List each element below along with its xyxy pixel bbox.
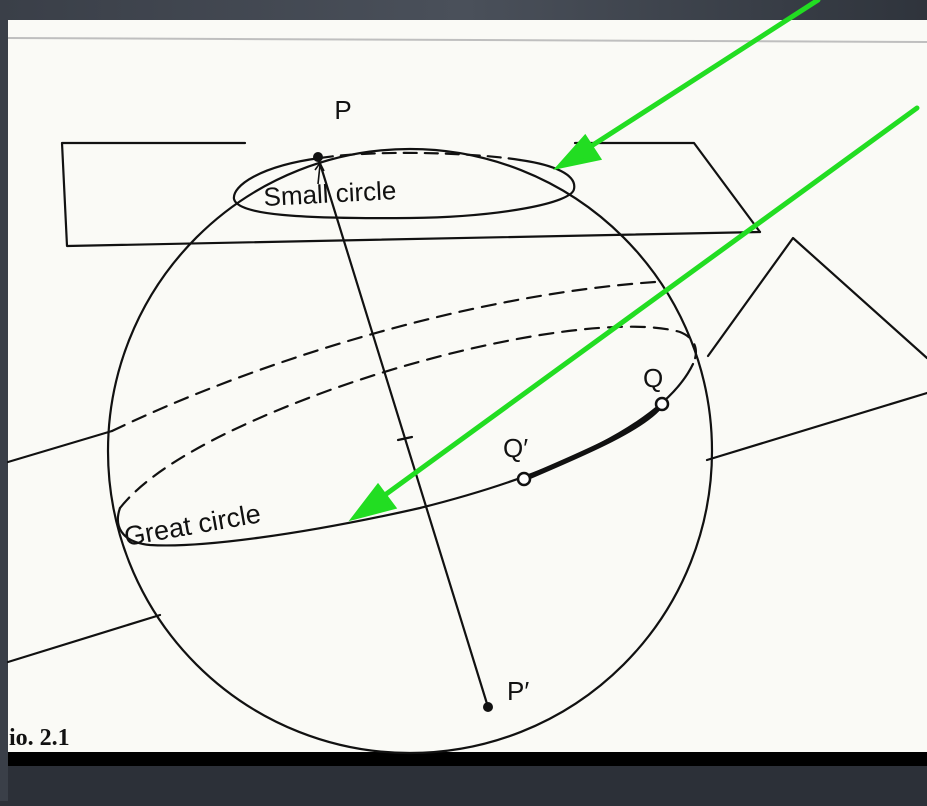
label-q: Q: [643, 363, 663, 393]
arc-q-prime-q: [521, 401, 665, 482]
arrow-to-great-circle-shaft: [375, 105, 920, 503]
label-p-prime: P′: [507, 676, 529, 706]
point-q-prime: [516, 471, 532, 487]
pole-p-point: [313, 152, 323, 162]
label-q-prime: Q′: [503, 433, 528, 463]
label-p: P: [334, 95, 351, 125]
lower-plane-right-upper: [706, 236, 927, 360]
small-circle-back: [318, 151, 522, 162]
pole-p-prime-point: [483, 702, 493, 712]
upper-plane-right: [573, 141, 762, 234]
plane-back-edge-dashed: [110, 280, 657, 433]
polar-axis: [316, 155, 490, 709]
upper-plane-front: [60, 141, 762, 248]
page-background: [8, 20, 927, 755]
small-circle-leader: [314, 161, 325, 185]
arrow-to-small-circle-head: [553, 133, 603, 171]
footer-bar: [8, 752, 927, 766]
lower-plane-left-upper: [6, 429, 114, 464]
lower-plane-left-lower: [6, 613, 162, 664]
bottom-frame: [8, 766, 927, 801]
page-top-rule: [7, 37, 927, 43]
sphere-center-tick: [396, 435, 414, 442]
figure-caption: io. 2.1: [9, 725, 70, 751]
sphere-outline: [106, 147, 714, 755]
great-circle-back: [118, 325, 698, 510]
arrow-to-great-circle-head: [348, 482, 398, 522]
lower-plane-right-lower: [705, 391, 927, 462]
arrow-to-small-circle-shaft: [579, 0, 821, 155]
point-q: [654, 396, 670, 412]
label-small-circle: Small circle: [263, 175, 397, 212]
small-circle-front: [232, 156, 576, 220]
